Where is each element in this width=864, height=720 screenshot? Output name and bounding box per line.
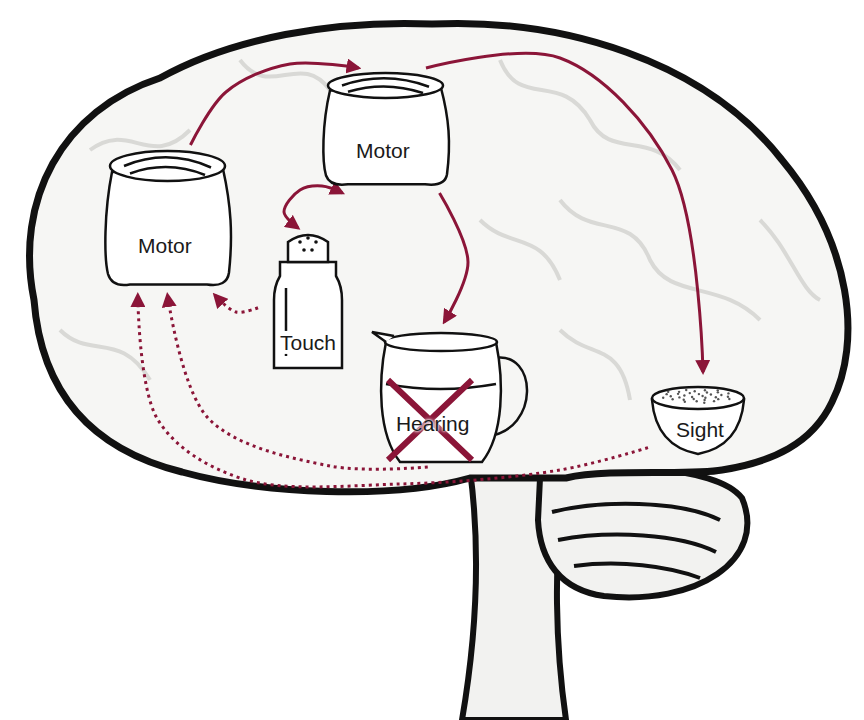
- solid-arrow: [426, 53, 703, 372]
- jug-art: [370, 322, 535, 467]
- bag-art: [100, 145, 235, 295]
- cerebrum-outline: [30, 23, 848, 491]
- sugar-grain: [694, 390, 696, 392]
- bowl-art: [648, 372, 748, 460]
- sugar-grain: [703, 402, 705, 404]
- solid-arrow: [440, 193, 469, 322]
- node-label: Motor: [356, 138, 410, 161]
- sugar-grain: [727, 392, 729, 394]
- flour-folds: [342, 78, 429, 93]
- touch-shaker: Touch: [258, 228, 358, 373]
- sugar-grain: [677, 393, 679, 395]
- jug-spout: [372, 332, 394, 342]
- gyrus: [760, 220, 820, 300]
- dotted-arrow: [138, 295, 648, 487]
- cerebellum: [538, 468, 747, 597]
- sugar-grain: [667, 391, 669, 393]
- sugar-grain: [670, 395, 672, 397]
- sugar-grain: [703, 399, 705, 401]
- gyrus: [480, 220, 560, 280]
- shaker-drawing: [274, 235, 342, 368]
- water-line: [386, 384, 496, 389]
- bag-drawing: [105, 151, 231, 285]
- sugar-grain: [713, 400, 715, 402]
- bag-body: [105, 169, 231, 285]
- label-holder: Hearing: [396, 411, 470, 435]
- sugar-grain: [691, 396, 693, 398]
- sugar-grain: [684, 401, 686, 403]
- sugar-grain: [717, 389, 719, 391]
- label-holder: Sight: [676, 418, 724, 442]
- sugar-grain: [683, 399, 685, 401]
- bag-opening: [110, 151, 225, 181]
- sugar-grain: [683, 394, 685, 396]
- bag-drawing: [323, 73, 449, 185]
- label-holder: Touch: [277, 330, 339, 354]
- sugar-grain: [720, 394, 722, 396]
- sugar-grain: [665, 393, 667, 395]
- sugar-grain: [727, 396, 729, 398]
- sugar-grain: [692, 398, 694, 400]
- label-holder: Motor: [356, 138, 410, 162]
- node-label: Hearing: [396, 411, 470, 434]
- bag-body: [323, 88, 449, 185]
- sugar-grain: [678, 391, 680, 393]
- jug-body: [381, 342, 501, 462]
- sugar-grain: [662, 396, 664, 398]
- node-label: Touch: [277, 330, 339, 353]
- cerebellum-folds: [552, 504, 720, 578]
- sugar-grain: [710, 393, 712, 395]
- sugar-grain: [671, 398, 673, 400]
- solid-arrow: [284, 186, 342, 228]
- gyrus: [500, 60, 680, 170]
- bowl-drawing: [652, 387, 744, 454]
- sugar-grain: [704, 397, 706, 399]
- sugar-grain: [678, 396, 680, 398]
- bowl-rim: [652, 387, 744, 409]
- gyrus: [560, 200, 760, 320]
- sugar-grain: [685, 389, 687, 391]
- shaker-hole: [310, 248, 314, 252]
- sugar-grain: [717, 398, 719, 400]
- sugar-grain: [695, 400, 697, 402]
- node-label: Sight: [676, 418, 724, 441]
- shaker-hole: [302, 248, 306, 252]
- sugar-grain: [715, 396, 717, 398]
- label-holder: Motor: [138, 233, 192, 257]
- shaker-hole: [314, 240, 318, 244]
- sight-bowl: Sight: [648, 372, 748, 460]
- shaker-body: [274, 262, 342, 368]
- gyrus: [560, 330, 630, 400]
- sugar-grain: [701, 395, 703, 397]
- sugar-grain: [704, 389, 706, 391]
- gyrus: [90, 130, 190, 150]
- brain-gyri: [60, 60, 820, 400]
- shaker-hole: [306, 236, 310, 240]
- shaker-cap: [288, 235, 328, 262]
- jug-drawing: [372, 332, 527, 462]
- jug-rim: [385, 333, 497, 351]
- cross-out-mark: [388, 380, 472, 460]
- sugar-grain: [706, 391, 708, 393]
- bag-art: [318, 68, 453, 193]
- sugar-grain: [698, 393, 700, 395]
- gyrus: [240, 60, 330, 90]
- sugar-grain: [689, 392, 691, 394]
- gyrus: [60, 330, 150, 380]
- dotted-arrow: [215, 295, 258, 312]
- node-label: Motor: [138, 233, 192, 256]
- hearing-jug: Hearing: [370, 322, 535, 467]
- motor-bag: Motor: [318, 68, 453, 193]
- motor-bag: Motor: [100, 145, 235, 295]
- bag-opening: [328, 73, 443, 98]
- flour-folds: [124, 157, 211, 175]
- shaker-hole: [298, 240, 302, 244]
- sugar-grain: [728, 398, 730, 400]
